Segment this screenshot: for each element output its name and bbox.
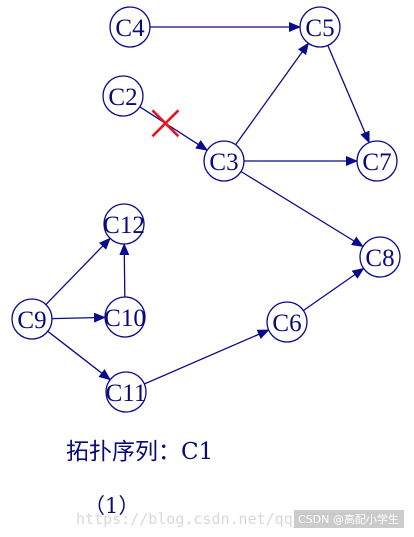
watermark-brand-background xyxy=(294,510,404,528)
node-label: C8 xyxy=(365,245,394,272)
node-c7: C7 xyxy=(356,140,398,182)
node-label: C5 xyxy=(305,15,334,42)
node-c6: C6 xyxy=(266,301,308,343)
node-label: C4 xyxy=(115,15,145,42)
marks-layer xyxy=(151,109,180,138)
removed-edge-cross-icon xyxy=(151,109,180,138)
node-label: C10 xyxy=(104,305,146,332)
edge-c2-c3 xyxy=(139,106,209,151)
node-circle xyxy=(105,371,147,413)
edge-c9-c12 xyxy=(45,237,111,306)
node-label: C7 xyxy=(362,149,391,176)
node-c9: C9 xyxy=(11,298,53,340)
node-c10: C10 xyxy=(104,296,146,338)
node-c2: C2 xyxy=(102,75,144,117)
topological-sequence-caption: 拓扑序列：C1 xyxy=(66,439,213,465)
edge-c3-c8 xyxy=(240,170,364,248)
node-circle xyxy=(356,140,398,182)
node-circle xyxy=(102,75,144,117)
edge-c9-c10 xyxy=(51,312,106,323)
node-c4: C4 xyxy=(109,6,151,48)
edge-c9-c11 xyxy=(47,330,111,381)
edges-layer xyxy=(45,22,370,385)
node-c11: C11 xyxy=(105,371,147,413)
node-circle xyxy=(359,236,401,278)
node-label: C12 xyxy=(103,212,145,239)
watermark-brand: CSDN @高配小学生 xyxy=(298,512,399,526)
node-c12: C12 xyxy=(103,203,145,245)
edge-c5-c7 xyxy=(327,45,370,144)
node-c5: C5 xyxy=(299,6,341,48)
edge-c10-c12 xyxy=(119,243,130,298)
node-circle xyxy=(103,203,145,245)
node-circle xyxy=(104,296,146,338)
node-label: C11 xyxy=(106,380,147,407)
node-label: C6 xyxy=(272,310,301,337)
edge-c3-c5 xyxy=(235,42,309,146)
edge-c6-c8 xyxy=(303,267,365,312)
node-label: C2 xyxy=(108,84,137,111)
node-c8: C8 xyxy=(359,236,401,278)
edge-c11-c6 xyxy=(144,329,270,385)
node-c3: C3 xyxy=(203,140,245,182)
node-circle xyxy=(266,301,308,343)
node-circle xyxy=(203,140,245,182)
node-circle xyxy=(109,6,151,48)
node-label: C9 xyxy=(17,307,46,334)
node-circle xyxy=(299,6,341,48)
node-label: C3 xyxy=(209,149,238,176)
node-circle xyxy=(11,298,53,340)
step-number-caption: （1） xyxy=(84,494,139,518)
